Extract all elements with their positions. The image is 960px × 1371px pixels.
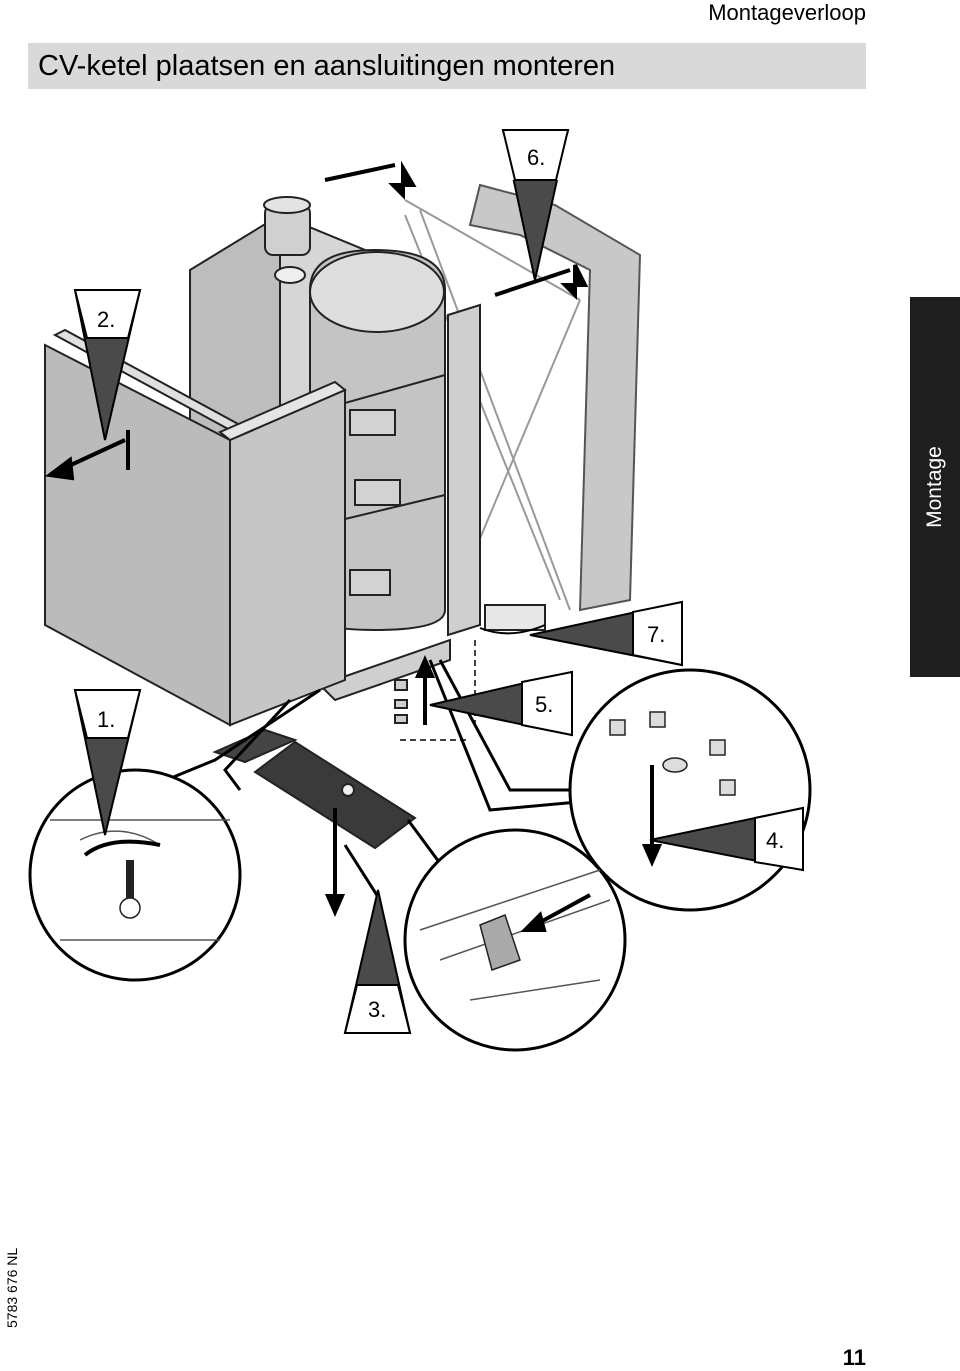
section-header: Montageverloop xyxy=(708,0,866,25)
action-arrows xyxy=(44,160,663,932)
step-label-5: 5. xyxy=(535,692,553,717)
title-bar: CV-ketel plaatsen en aansluitingen monte… xyxy=(28,43,866,89)
page-title: CV-ketel plaatsen en aansluitingen monte… xyxy=(38,50,616,82)
step-label-4: 4. xyxy=(766,828,784,853)
detail-circles xyxy=(28,668,812,1052)
document-number: 5783 676 NL xyxy=(4,1247,20,1328)
side-tab: Montage xyxy=(910,297,960,677)
step-label-2: 2. xyxy=(97,307,115,332)
step-label-7: 7. xyxy=(647,622,665,647)
page-number: 11 xyxy=(842,1345,866,1370)
installation-illustration: 6. 2. 7. 5. 1. 4. 3. xyxy=(28,129,812,1052)
step-callouts xyxy=(73,129,804,1034)
detail-contents xyxy=(50,711,736,1001)
step-label-6: 6. xyxy=(527,145,545,170)
step-label-1: 1. xyxy=(97,707,115,732)
side-tab-label: Montage xyxy=(923,446,946,528)
wall-frame xyxy=(468,183,642,612)
step-label-3: 3. xyxy=(368,997,386,1022)
fittings xyxy=(394,604,546,724)
